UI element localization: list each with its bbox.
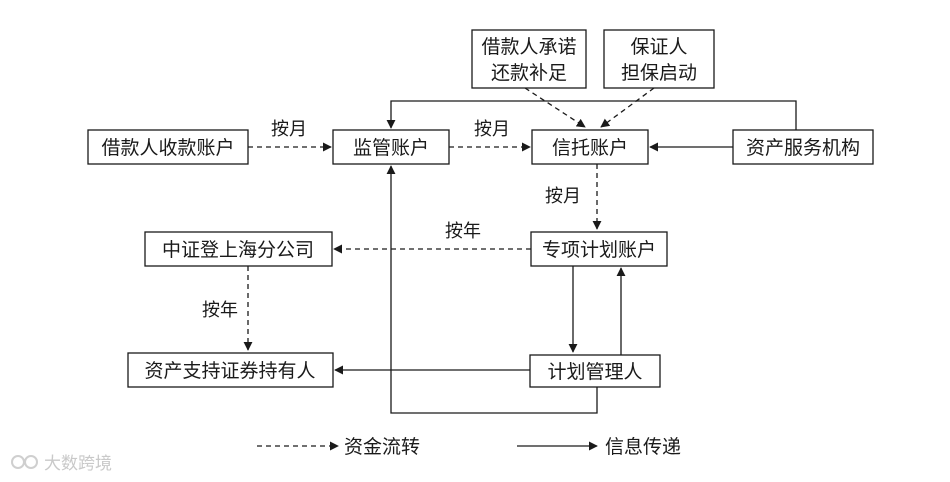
node-guarantor: 保证人 担保启动 — [603, 29, 715, 89]
label-yearly-2: 按年 — [202, 300, 238, 321]
label-monthly-3: 按月 — [545, 186, 581, 207]
edge-guarantor-to-trust — [600, 87, 655, 128]
node-asset-service: 资产服务机构 — [732, 129, 874, 165]
watermark-text: 大数跨境 — [44, 454, 112, 474]
node-trust-account: 信托账户 — [531, 129, 649, 165]
node-borrower-promise-line2: 还款补足 — [491, 62, 567, 84]
node-supervision-account: 监管账户 — [332, 129, 450, 165]
node-guarantor-line1: 保证人 — [630, 36, 687, 58]
node-holders-label: 资产支持证券持有人 — [144, 360, 315, 382]
legend-fund-flow-label: 资金流转 — [344, 436, 420, 458]
node-borrower-account-label: 借款人收款账户 — [101, 137, 234, 159]
node-holders: 资产支持证券持有人 — [127, 352, 334, 388]
legend-info-flow-label: 信息传递 — [605, 436, 681, 458]
node-plan-manager-label: 计划管理人 — [547, 361, 642, 383]
edge-promise-to-trust — [524, 87, 586, 128]
node-borrower-account: 借款人收款账户 — [87, 129, 249, 165]
node-borrower-promise: 借款人承诺 还款补足 — [471, 29, 587, 89]
node-csdc-label: 中证登上海分公司 — [162, 239, 314, 261]
node-guarantor-line2: 担保启动 — [621, 62, 697, 84]
label-yearly-1: 按年 — [445, 221, 481, 242]
node-special-account-label: 专项计划账户 — [542, 239, 656, 261]
label-monthly-2: 按月 — [474, 119, 510, 140]
node-plan-manager: 计划管理人 — [529, 354, 661, 388]
edge-asset-service-to-supervision — [386, 100, 797, 130]
watermark: 大数跨境 — [11, 454, 112, 474]
node-special-account: 专项计划账户 — [530, 231, 668, 267]
watermark-logo-icon — [11, 455, 38, 469]
label-monthly-1: 按月 — [271, 119, 307, 140]
node-borrower-promise-line1: 借款人承诺 — [481, 36, 576, 58]
node-trust-account-label: 信托账户 — [552, 137, 628, 159]
legend: 资金流转 信息传递 — [257, 436, 681, 458]
node-asset-service-label: 资产服务机构 — [746, 137, 860, 159]
node-supervision-account-label: 监管账户 — [353, 137, 429, 159]
edge-manager-to-supervision — [386, 165, 598, 414]
node-csdc: 中证登上海分公司 — [144, 231, 333, 267]
